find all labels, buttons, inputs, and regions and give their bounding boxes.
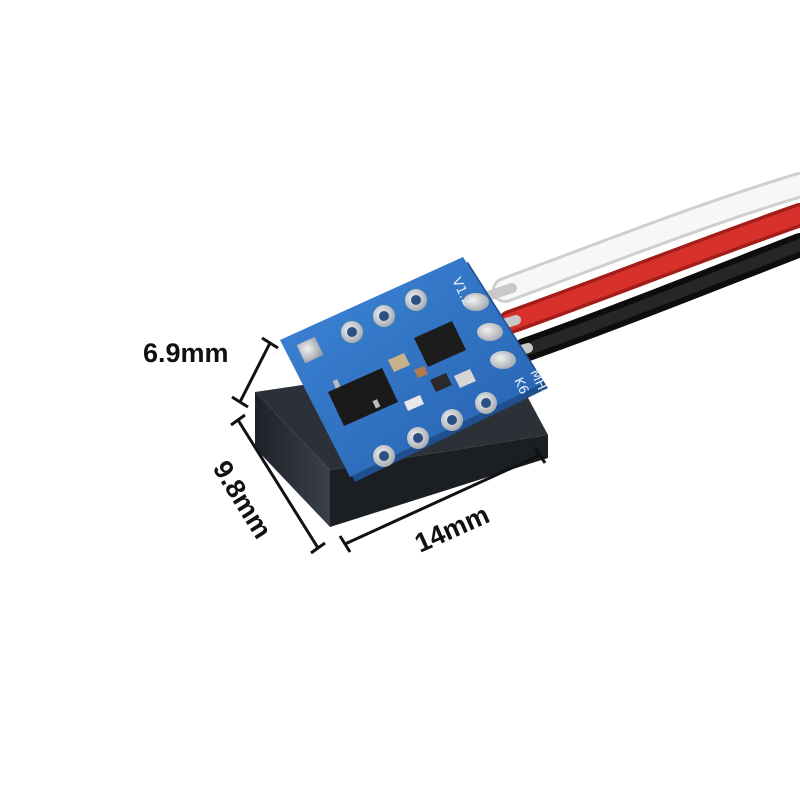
chip-regulator <box>414 321 466 367</box>
pcb-board: V1.2 MH- K6 <box>280 257 551 482</box>
wire-bundle <box>477 172 800 362</box>
dimension-length <box>230 413 326 555</box>
pin-row-bottom <box>373 392 497 467</box>
dimension-height <box>231 336 279 409</box>
dimension-height-label: 6.9mm <box>143 338 229 368</box>
model-silkscreen-line2: K6 <box>510 375 531 397</box>
dimension-width <box>338 446 547 553</box>
smd-components <box>388 353 476 411</box>
square-pad <box>296 336 324 364</box>
wire-solder-pads <box>463 293 516 369</box>
chip-main <box>328 368 398 426</box>
pin-row-top <box>341 289 427 343</box>
